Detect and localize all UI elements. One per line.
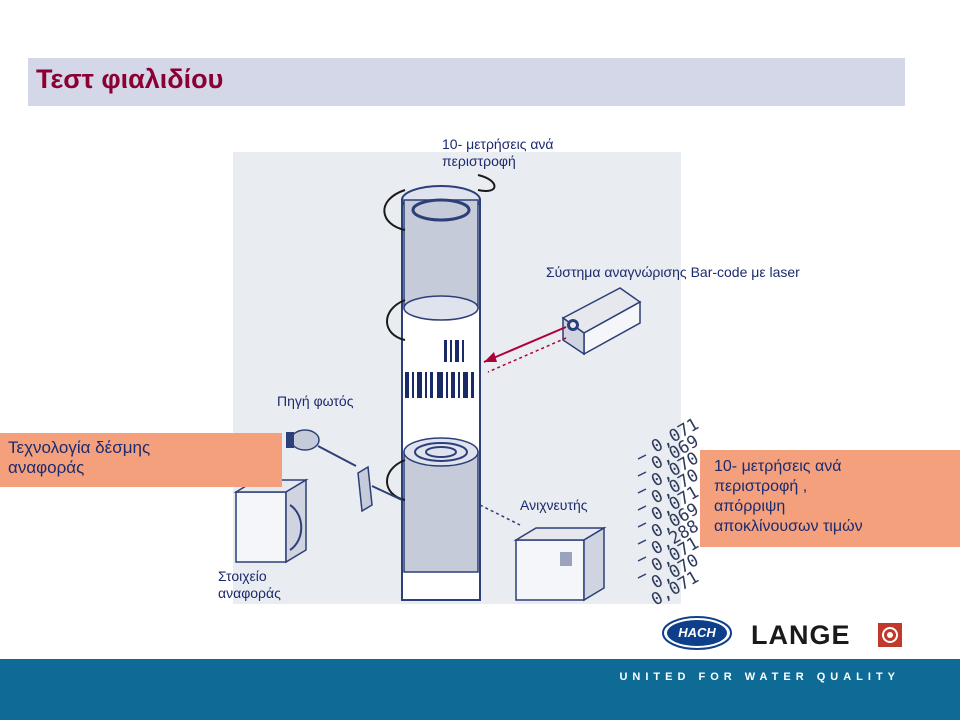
detector-label: Ανιχνευτής [520,497,588,513]
reference-beam-callout [0,433,282,487]
slide-title: Τεστ φιαλιδίου [36,64,224,94]
vial-icon [401,185,481,601]
barcode-label: Σύστημα αναγνώρισης Bar-code με laser [546,264,800,280]
title-bar [28,58,905,106]
measurements-callout [700,450,960,547]
footer-bar [0,659,960,720]
detector-icon [513,526,607,602]
lange-logo-text: LANGE [751,620,851,650]
hach-logo-text: HACH [678,625,716,640]
lens-icon [357,465,373,513]
laser-scanner-icon [561,287,642,356]
reference-detector-icon [233,478,309,564]
lamp-icon [286,429,357,467]
footer-slogan: UNITED FOR WATER QUALITY [619,671,900,683]
lange-logo-icon [878,623,902,647]
vial-diagram [233,152,681,604]
barcode-icon [405,340,474,398]
hach-logo-icon [662,616,732,650]
light-source-label: Πηγή φωτός [277,393,354,409]
